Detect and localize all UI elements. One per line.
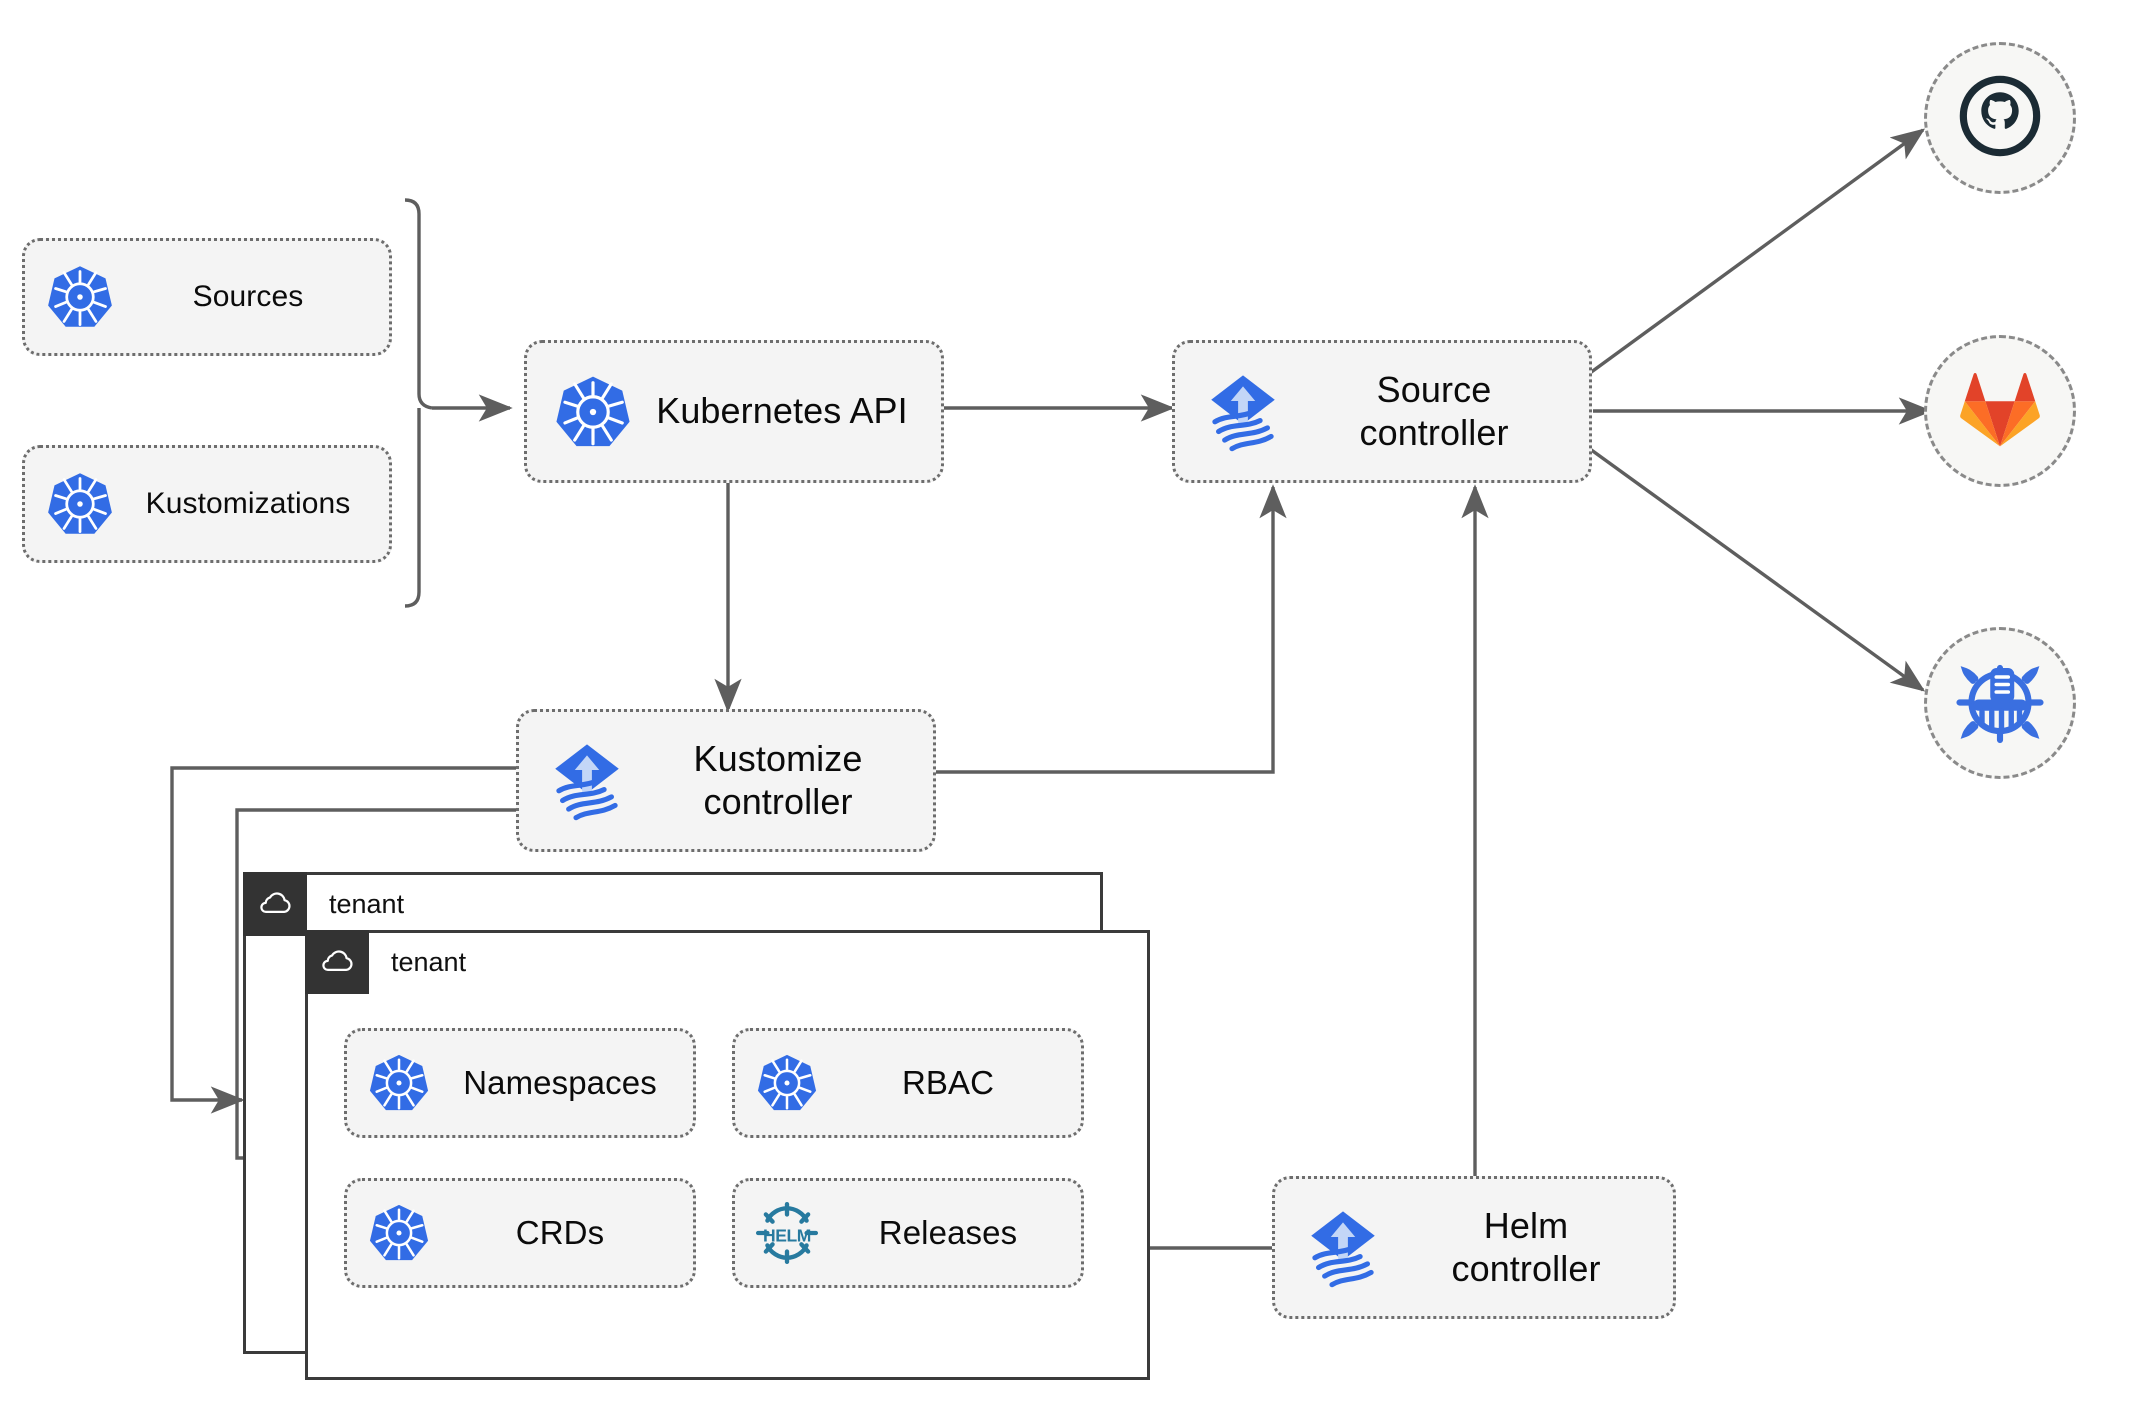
node-label: Source controller <box>1359 369 1509 453</box>
node-label: Kustomize controller <box>693 738 863 822</box>
node-label: RBAC <box>901 1063 995 1101</box>
kubernetes-icon <box>39 470 121 538</box>
cloud-icon <box>243 872 307 936</box>
node-crds[interactable]: CRDs <box>344 1178 696 1288</box>
node-namespaces[interactable]: Namespaces <box>344 1028 696 1138</box>
kubernetes-icon <box>747 1052 827 1114</box>
provider-github[interactable] <box>1924 42 2076 194</box>
node-label: CRDs <box>515 1213 605 1251</box>
helm-repo-icon <box>1952 653 2048 754</box>
bracket-shape <box>404 198 433 608</box>
provider-gitlab[interactable] <box>1924 335 2076 487</box>
flux-icon <box>1291 1204 1395 1292</box>
node-rbac[interactable]: RBAC <box>732 1028 1084 1138</box>
node-kubernetes-api[interactable]: Kubernetes API <box>524 340 944 483</box>
edge-inputs-bracket <box>418 212 430 412</box>
tenant-tab-outer: tenant <box>243 872 404 936</box>
node-label: Kustomizations <box>145 487 351 521</box>
edge-source-github <box>1588 128 1926 375</box>
kubernetes-icon <box>39 263 121 331</box>
cloud-icon <box>305 930 369 994</box>
flux-icon <box>535 737 639 825</box>
kubernetes-icon <box>359 1052 439 1114</box>
kubernetes-icon <box>359 1202 439 1264</box>
edge-kustomize-source <box>936 484 1287 774</box>
node-label: Sources <box>192 280 304 314</box>
node-kustomizations[interactable]: Kustomizations <box>22 445 392 563</box>
tenant-label: tenant <box>329 888 405 919</box>
node-label: Namespaces <box>463 1063 657 1101</box>
helm-icon: HELM <box>747 1200 827 1266</box>
node-label: Kubernetes API <box>656 390 908 432</box>
node-helm-controller[interactable]: Helm controller <box>1272 1176 1676 1319</box>
node-label: Releases <box>878 1213 1018 1251</box>
tenant-tab-inner: tenant <box>305 930 466 994</box>
edge-source-helmrepo <box>1589 447 1926 692</box>
github-icon <box>1954 70 2046 167</box>
node-label: Helm controller <box>1451 1205 1601 1289</box>
node-kustomize-controller[interactable]: Kustomize controller <box>516 709 936 852</box>
gitlab-icon <box>1954 363 2046 460</box>
svg-text:HELM: HELM <box>763 1225 811 1245</box>
provider-helm-repo[interactable] <box>1924 627 2076 779</box>
kubernetes-icon <box>545 373 641 451</box>
node-releases[interactable]: HELM Releases <box>732 1178 1084 1288</box>
node-source-controller[interactable]: Source controller <box>1172 340 1592 483</box>
tenant-panel-inner[interactable]: tenant Namespaces <box>305 930 1150 1380</box>
flux-icon <box>1191 368 1295 456</box>
tenant-label: tenant <box>391 946 467 977</box>
node-sources[interactable]: Sources <box>22 238 392 356</box>
